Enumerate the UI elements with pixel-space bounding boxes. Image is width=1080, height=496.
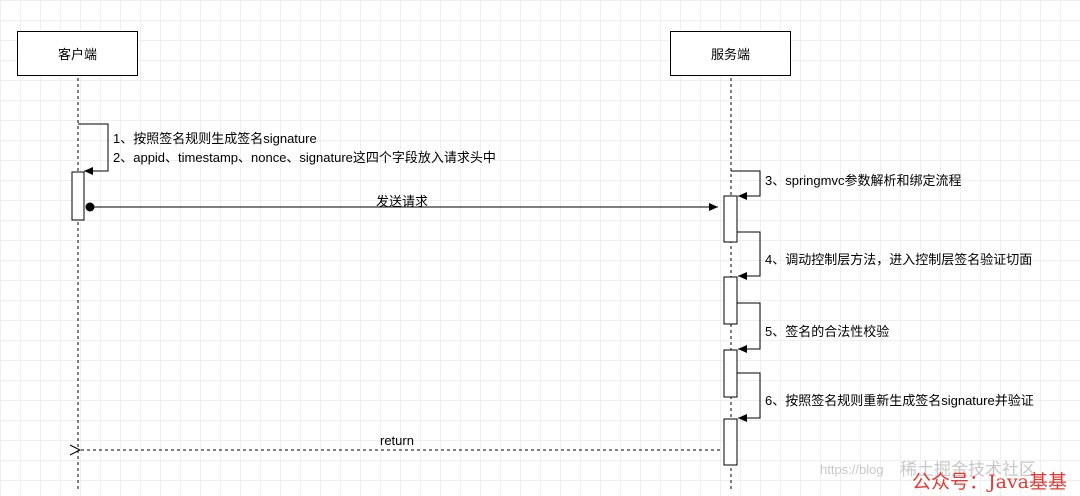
step5-label: 5、签名的合法性校验 xyxy=(765,324,890,339)
server-activation-4 xyxy=(723,418,738,466)
watermark-community: 稀土掘金技术社区 xyxy=(900,460,1036,479)
server-activation-2 xyxy=(723,276,738,325)
send-request-label: 发送请求 xyxy=(376,194,429,209)
step3-self-message xyxy=(731,170,761,200)
step2-label: 2、appid、timestamp、nonce、signature这四个字段放入… xyxy=(113,150,496,165)
server-activation-1 xyxy=(723,195,738,243)
server-participant-label: 服务端 xyxy=(710,47,750,62)
step1-label: 1、按照签名规则生成签名signature xyxy=(113,131,317,146)
step4-self-message xyxy=(737,231,761,280)
watermark-url: https://blog xyxy=(820,462,884,477)
client-activation xyxy=(71,171,85,221)
server-activation-3 xyxy=(723,349,738,398)
return-label: return xyxy=(380,433,414,448)
client-self-message xyxy=(78,123,109,175)
step4-label: 4、调动控制层方法，进入控制层签名验证切面 xyxy=(765,252,1033,267)
client-participant-box[interactable]: 客户端 xyxy=(17,31,138,76)
server-participant-box[interactable]: 服务端 xyxy=(670,31,791,76)
step5-self-message xyxy=(737,302,761,353)
watermark-account: 公众号：Java基基 xyxy=(912,471,1068,493)
step6-self-message xyxy=(737,372,761,422)
step3-label: 3、springmvc参数解析和绑定流程 xyxy=(765,173,962,188)
client-participant-label: 客户端 xyxy=(57,47,97,62)
step6-label: 6、按照签名规则重新生成签名signature并验证 xyxy=(765,393,1034,408)
